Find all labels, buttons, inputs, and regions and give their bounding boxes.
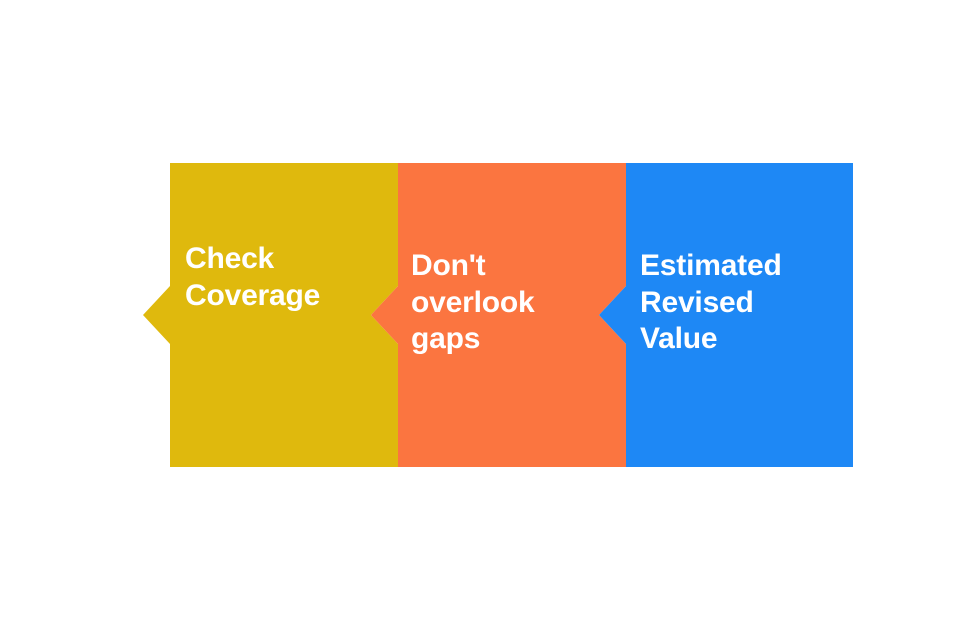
chevron-process-banner: Check Coverage Don't overlook gaps Estim… — [143, 163, 853, 467]
chevron-step-label-3: Estimated Revised Value — [640, 249, 782, 356]
chevron-shape-step-2[interactable] — [371, 163, 626, 467]
chevron-label-layer: Check Coverage Don't overlook gaps Estim… — [143, 163, 853, 467]
chevron-shapes — [143, 163, 853, 467]
chevron-step-label-2: Don't overlook gaps — [411, 249, 535, 356]
chevron-shape-step-1[interactable] — [143, 163, 398, 467]
chevron-step-label-1: Check Coverage — [185, 242, 321, 312]
chevron-shape-step-3[interactable] — [599, 163, 853, 467]
